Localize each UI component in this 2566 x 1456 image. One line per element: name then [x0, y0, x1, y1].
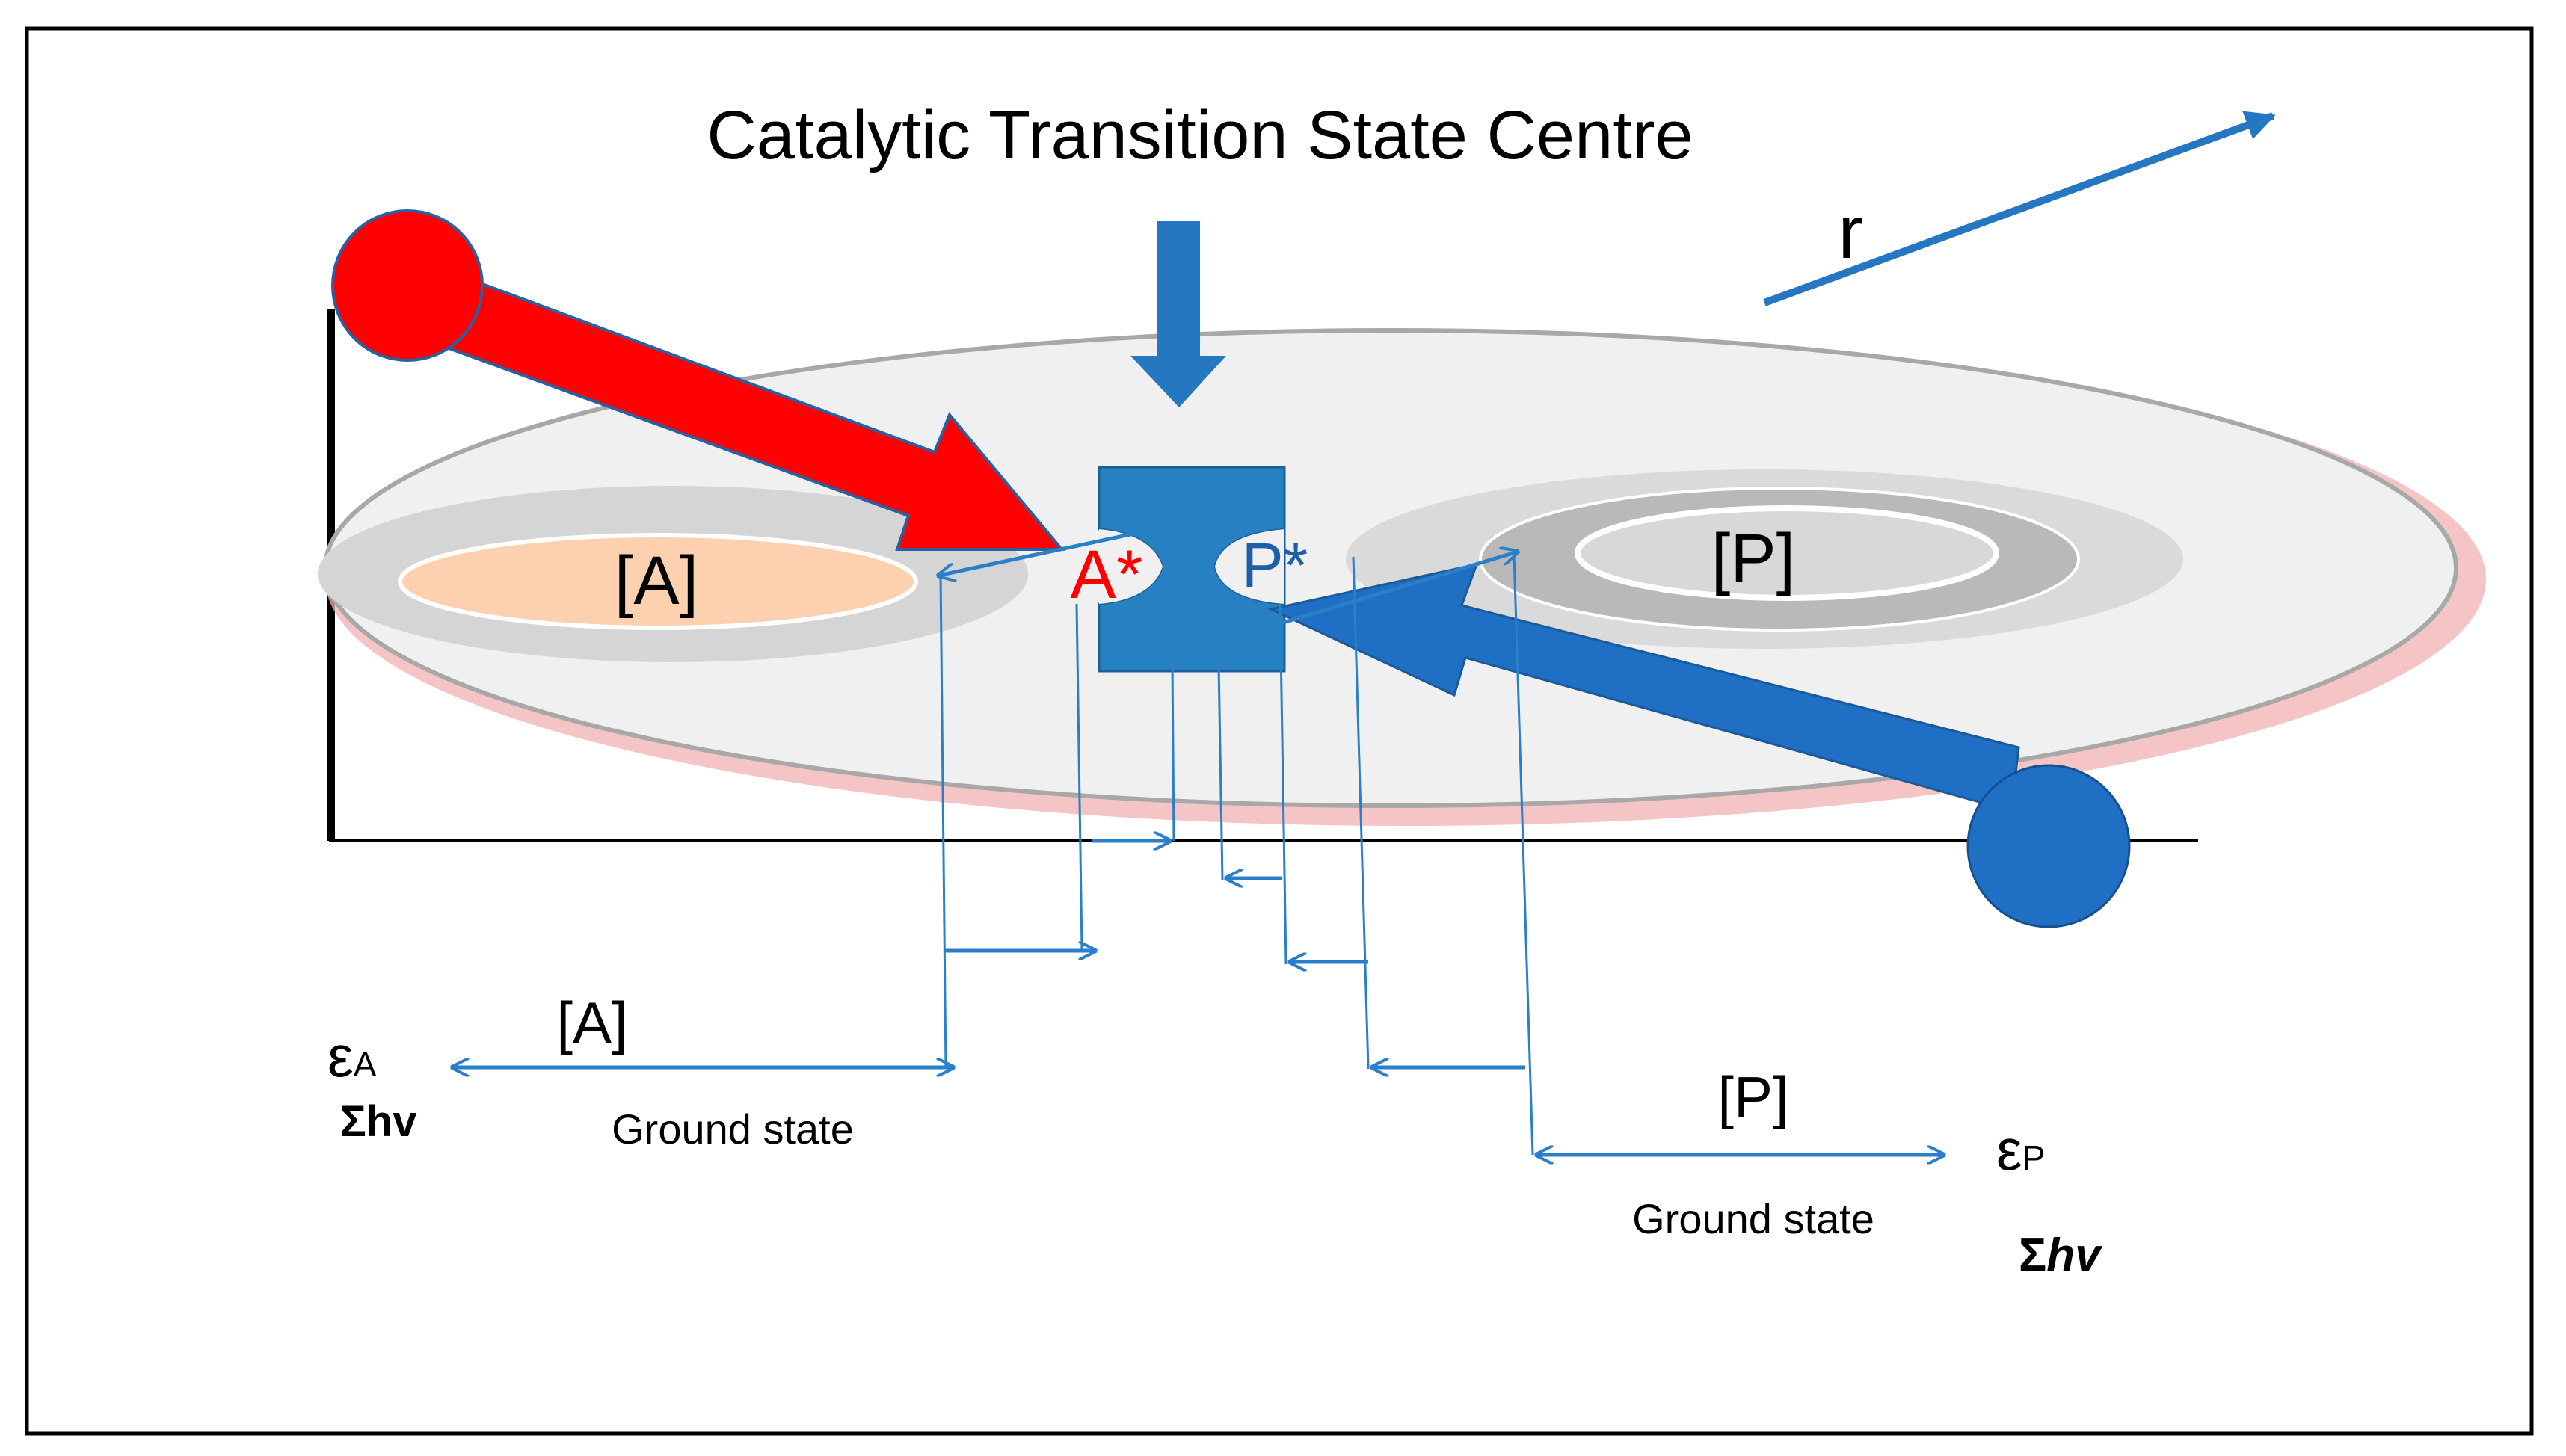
frame	[25, 26, 2534, 1436]
epsilon-a-subscript: A	[354, 1045, 377, 1084]
reactant-pool	[398, 533, 918, 630]
diagram-title: Catalytic Transition State Centre	[707, 97, 1693, 173]
product-ball	[1966, 764, 2131, 928]
a-star-label: A*	[1070, 537, 1142, 613]
product-arrow	[1267, 562, 2020, 812]
product-ring-inner	[1575, 505, 1999, 601]
epsilon-a-symbol: ε	[327, 1023, 354, 1089]
sum-hv-right: Σhv	[2019, 1230, 2103, 1281]
axis-r-label: r	[1838, 191, 1862, 274]
epsilon-p-symbol: ε	[1996, 1117, 2022, 1182]
energy-arrows	[452, 841, 1944, 1155]
p-star-label: P*	[1242, 530, 1308, 600]
transition-notch-right	[1215, 529, 1284, 604]
epsilon-p-subscript: P	[2022, 1138, 2046, 1177]
span-p-label: [P]	[1717, 1064, 1788, 1130]
r-arrow	[1763, 111, 2276, 306]
span-a-label: [A]	[556, 990, 627, 1055]
reactant-pool-label: [A]	[615, 543, 698, 619]
p-star-connector	[1270, 552, 1518, 629]
ground-state-left: Ground state	[612, 1105, 854, 1153]
sum-hv-right-hv: hv	[2046, 1230, 2103, 1281]
epsilon-p-label: εP	[1996, 1117, 2045, 1182]
reactant-ball	[331, 209, 484, 362]
ground-state-right: Ground state	[1632, 1195, 1874, 1242]
drop-lines	[939, 554, 1534, 1156]
sum-hv-left: Σhv	[340, 1097, 417, 1146]
epsilon-a-label: εA	[327, 1023, 377, 1089]
reactant-arrow	[424, 271, 1065, 551]
transition-notch-left	[1099, 529, 1163, 604]
down-arrow	[1130, 221, 1226, 407]
product-pool-label: [P]	[1711, 520, 1795, 596]
sum-hv-right-sigma: Σ	[2019, 1230, 2046, 1281]
a-star-connector	[938, 528, 1148, 576]
